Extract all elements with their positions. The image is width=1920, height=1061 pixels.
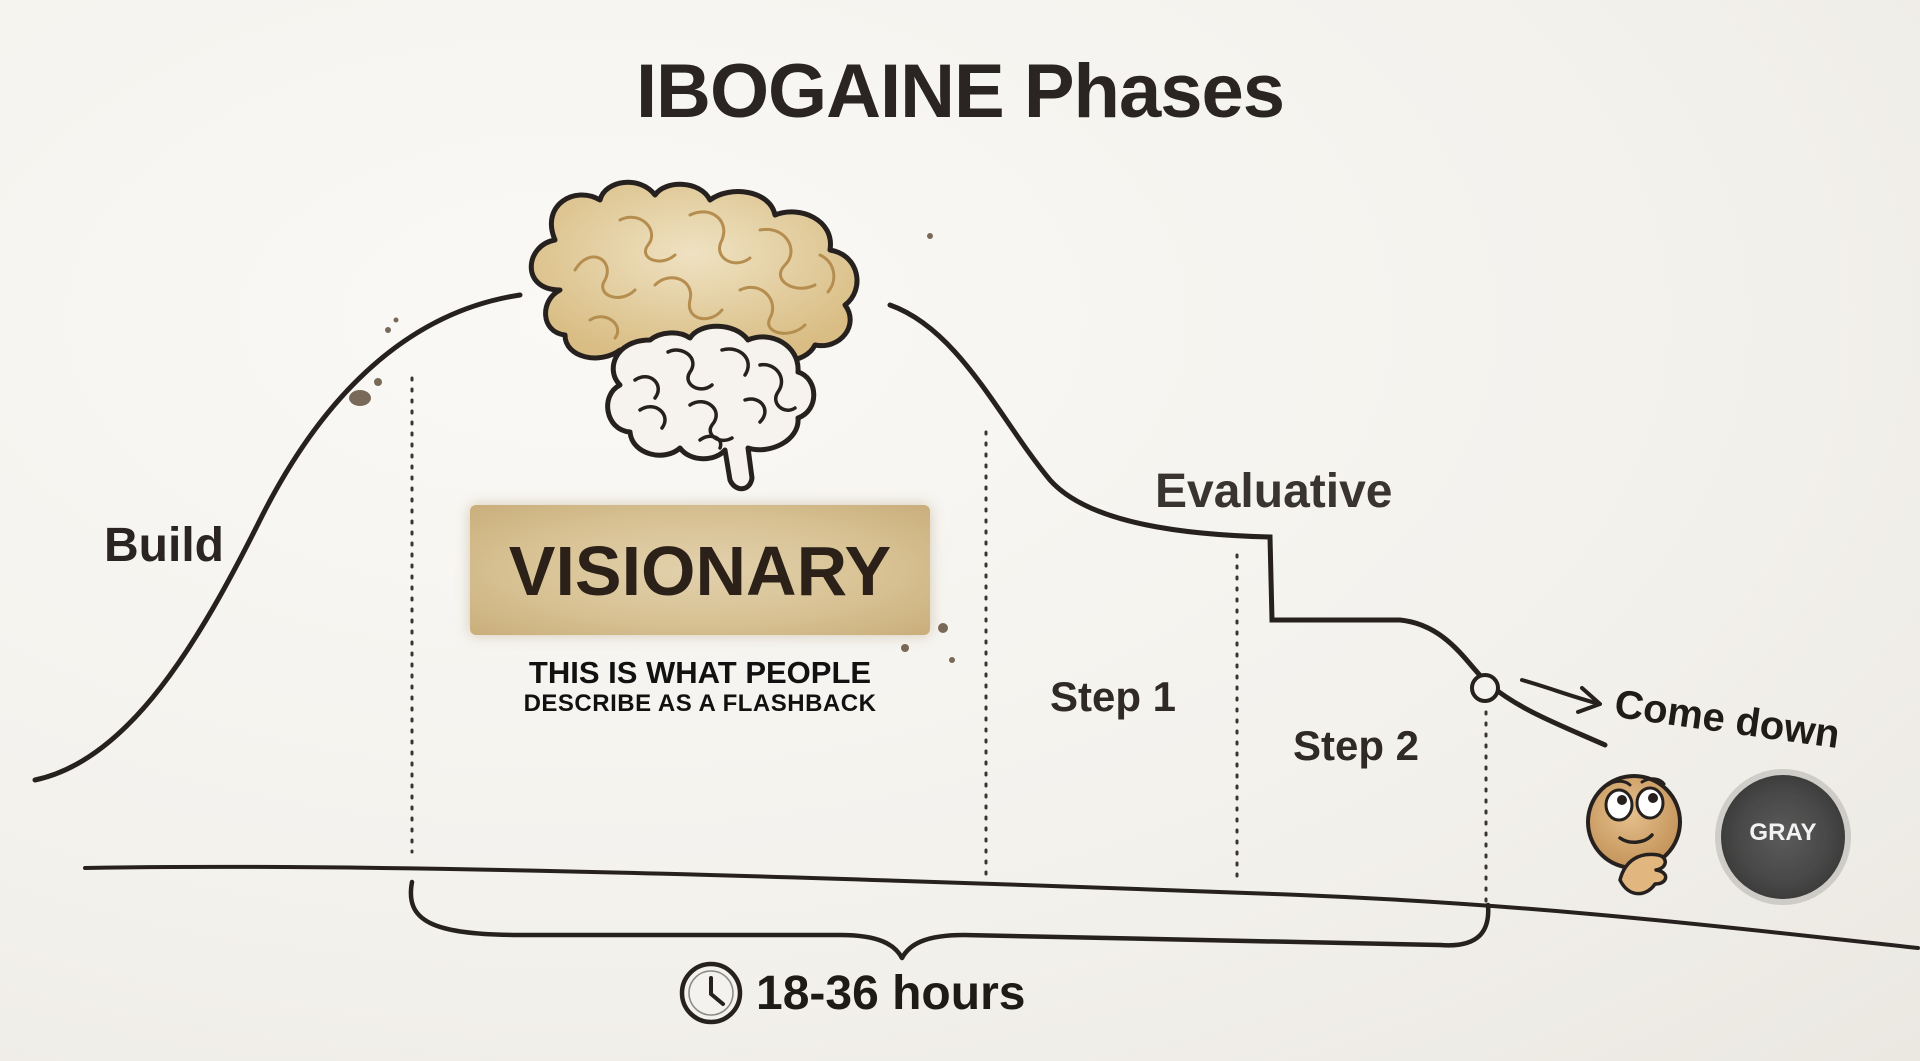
ink-splatter — [349, 233, 955, 663]
duration-label: 18-36 hours — [756, 967, 1026, 1020]
gray-badge-label: GRAY — [1749, 819, 1817, 846]
phase-label-visionary: VISIONARY — [508, 532, 892, 610]
ornate-brain-icon — [528, 179, 860, 364]
intensity-curve — [32, 292, 1608, 783]
brain-icon — [605, 323, 817, 492]
visionary-label-background — [470, 505, 930, 635]
visionary-note-line2: DESCRIBE AS A FLASHBACK — [523, 690, 877, 717]
gray-badge — [1715, 769, 1851, 905]
thinking-face-icon — [1586, 774, 1682, 896]
phase-label-build: Build — [104, 519, 224, 572]
arrow-right-icon — [1520, 678, 1602, 714]
come-down-marker — [1470, 673, 1500, 703]
visionary-note-line1: THIS IS WHAT PEOPLE — [528, 655, 872, 690]
clock-icon — [679, 961, 743, 1025]
duration-brace — [408, 879, 1491, 961]
phase-label-evaluative: Evaluative — [1155, 465, 1393, 518]
baseline — [83, 864, 1920, 950]
phase-label-step2: Step 2 — [1293, 722, 1420, 769]
page-title: IBOGAINE Phases — [635, 49, 1285, 134]
phase-label-step1: Step 1 — [1050, 673, 1177, 720]
